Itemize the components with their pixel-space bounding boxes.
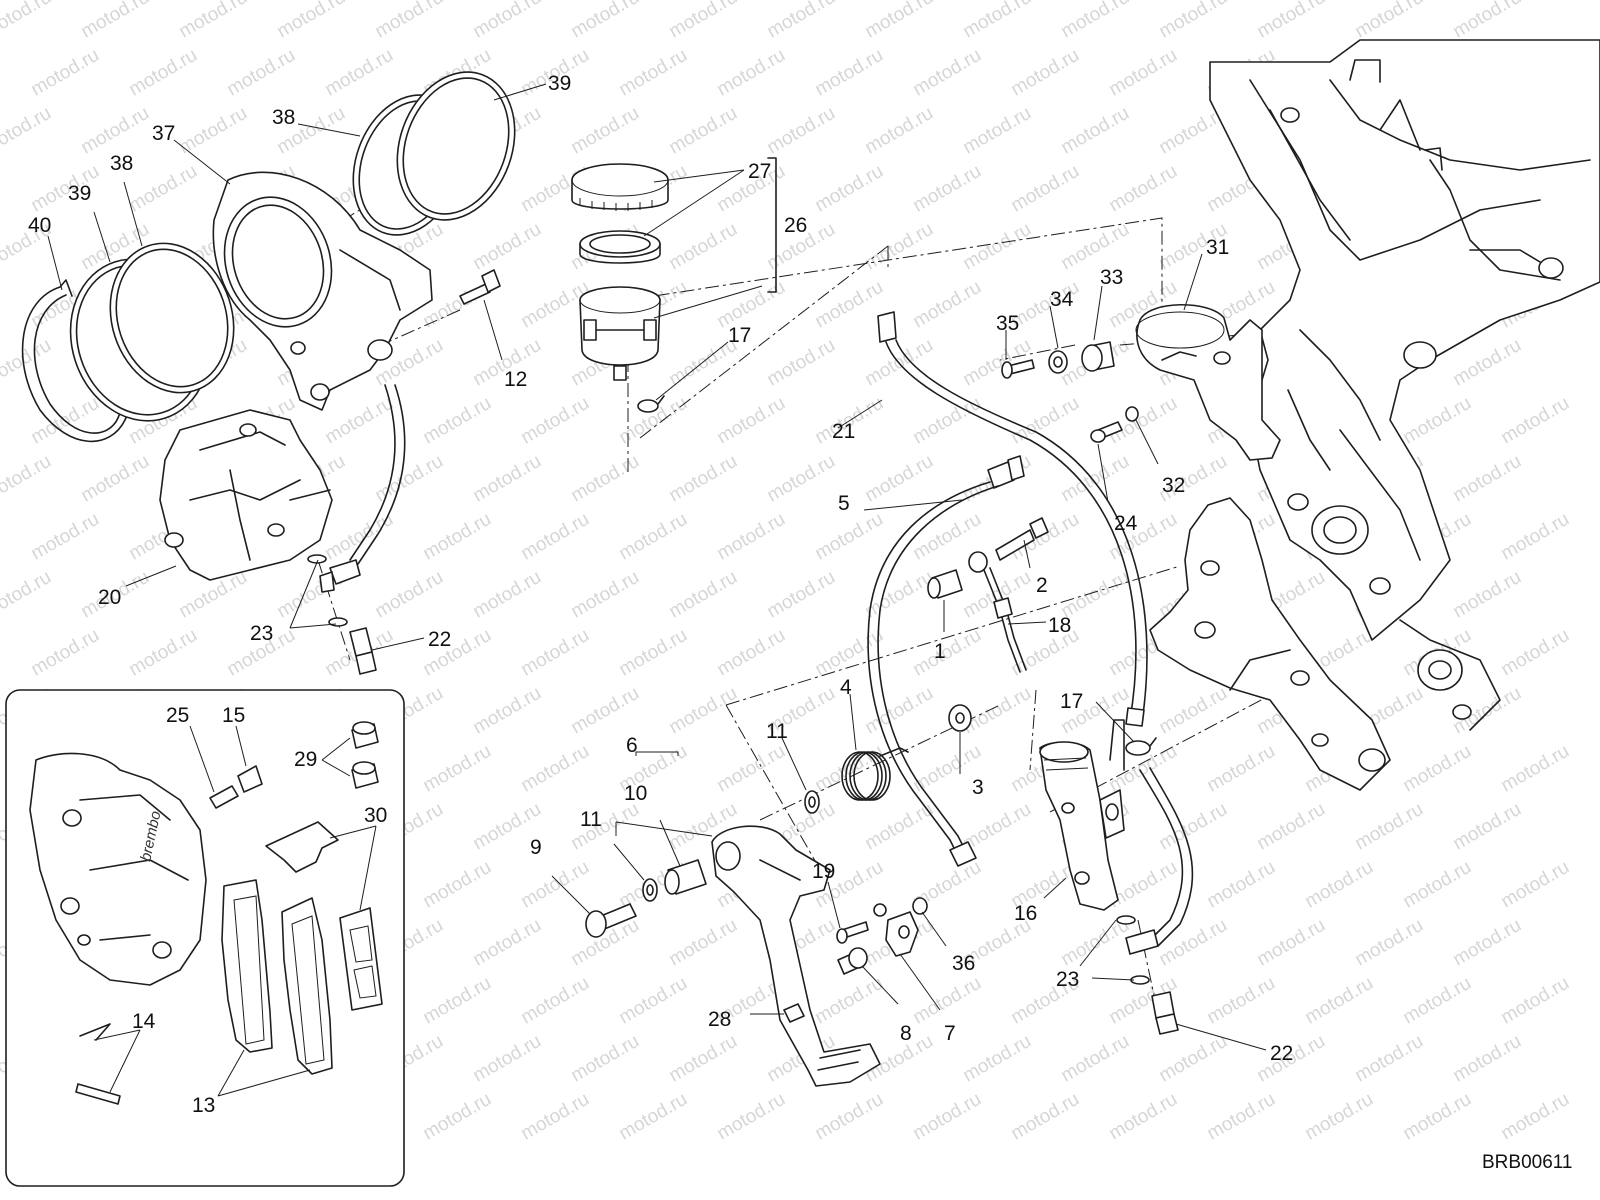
callout-27: 27: [748, 160, 771, 183]
callout-17-upper: 17: [728, 324, 751, 347]
callout-20: 20: [98, 586, 121, 609]
callout-18: 18: [1048, 614, 1071, 637]
callout-39-left: 39: [68, 182, 91, 205]
nut-28: [783, 1003, 805, 1023]
callout-10: 10: [624, 782, 647, 805]
callout-24: 24: [1114, 512, 1138, 535]
callout-11-lower: 11: [580, 808, 602, 831]
leader-lines: [47, 83, 1267, 1097]
callout-38-left: 38: [110, 152, 133, 175]
switch-cable-5: [867, 455, 1025, 867]
return-spring-4: [841, 747, 909, 801]
callout-40: 40: [28, 214, 51, 237]
ring-39-right: [396, 71, 516, 221]
bush-10: [664, 859, 707, 895]
callout-7: 7: [944, 1022, 956, 1045]
stop-bolt-8: [837, 947, 868, 975]
brake-pad-13-left: [221, 879, 273, 1053]
bolt-2: [995, 517, 1049, 561]
callout-17-lower: 17: [1060, 690, 1083, 713]
callout-36: 36: [952, 952, 975, 975]
callout-4: 4: [840, 676, 852, 699]
rubber-grommet-33: [1081, 341, 1115, 372]
brake-caliper-20: [159, 409, 333, 581]
callout-28: 28: [708, 1008, 731, 1031]
callout-14: 14: [132, 1010, 156, 1033]
footrest-bracket: [1149, 497, 1391, 791]
callout-32: 32: [1162, 474, 1185, 497]
callout-34: 34: [1050, 288, 1074, 311]
bolt-22-left: [349, 627, 377, 675]
screw-19: [836, 921, 869, 944]
callout-37: 37: [152, 122, 175, 145]
pivot-bolt-9: [585, 903, 637, 938]
drawing-reference-code: BRB00611: [1482, 1152, 1573, 1173]
bleed-cap-15: [237, 765, 263, 793]
callout-13: 13: [192, 1094, 215, 1117]
callout-2: 2: [1036, 574, 1048, 597]
bolt-12: [459, 269, 501, 305]
callout-29: 29: [294, 748, 317, 771]
callout-23-left: 23: [250, 622, 273, 645]
callout-35: 35: [996, 312, 1019, 335]
brake-pedal-6: [711, 825, 881, 1087]
frame-part: [1209, 39, 1600, 731]
bush-1: [927, 569, 963, 599]
reservoir-bracket-31: [1135, 303, 1281, 461]
pad-spring-30: [265, 821, 339, 873]
callout-9: 9: [530, 836, 542, 859]
callout-22-left: 22: [428, 628, 451, 651]
callout-26: 26: [784, 214, 807, 237]
washer-34: [1048, 350, 1068, 374]
brake-hose-right: [1125, 767, 1194, 955]
callout-33: 33: [1100, 266, 1123, 289]
bolt-22-right: [1151, 991, 1179, 1035]
callout-23-right: 23: [1056, 968, 1079, 991]
screw-35: [1001, 359, 1035, 379]
clevis-7: [873, 903, 919, 957]
washer-11-lower: [642, 878, 658, 902]
brake-fluid-reservoir: [579, 286, 661, 381]
caliper-bracket-37: [212, 171, 433, 411]
callout-31: 31: [1206, 236, 1229, 259]
pad-pin-14: [75, 1083, 121, 1105]
bracket-26: [767, 157, 777, 293]
callout-1: 1: [934, 640, 946, 663]
washer-11-upper: [804, 790, 820, 814]
washer-32: [1125, 406, 1139, 422]
callout-12: 12: [504, 368, 527, 391]
washer-36: [912, 897, 928, 915]
callout-3: 3: [972, 776, 984, 799]
washer-3: [948, 704, 972, 732]
master-cylinder-16: [1039, 719, 1125, 911]
callout-39-right: 39: [548, 72, 571, 95]
callout-6: 6: [626, 734, 638, 757]
hose-clamp-17-lower: [1125, 737, 1157, 756]
callout-5: 5: [838, 492, 850, 515]
brake-pad-13-right: [281, 897, 333, 1075]
callout-30: 30: [364, 804, 387, 827]
callout-8: 8: [900, 1022, 912, 1045]
callout-labels: 1 2 3 4 5 6 7 8 9 10 11 11 12 13 14 15 1…: [28, 72, 1293, 1117]
callout-15: 15: [222, 704, 245, 727]
callout-25: 25: [166, 704, 189, 727]
ring-38-left: [109, 242, 235, 394]
hose-21: [877, 311, 1148, 727]
callout-16: 16: [1014, 902, 1037, 925]
callout-38-right: 38: [272, 106, 295, 129]
reservoir-cap-27: [571, 163, 669, 211]
washer-23-right: [1116, 915, 1150, 985]
pushrod-18: [968, 551, 1027, 673]
callout-11-upper: 11: [766, 720, 788, 743]
callout-19: 19: [812, 860, 835, 883]
callout-22-right: 22: [1270, 1042, 1293, 1065]
reservoir-diaphragm-27: [579, 230, 661, 264]
bleed-valve-25: [209, 785, 239, 809]
callout-21: 21: [832, 420, 855, 443]
hose-clamp-17-upper: [637, 395, 665, 413]
inset-caliper-kit: brembo: [5, 689, 405, 1187]
screw-24: [1090, 421, 1123, 443]
brake-hose-left: [319, 384, 406, 593]
